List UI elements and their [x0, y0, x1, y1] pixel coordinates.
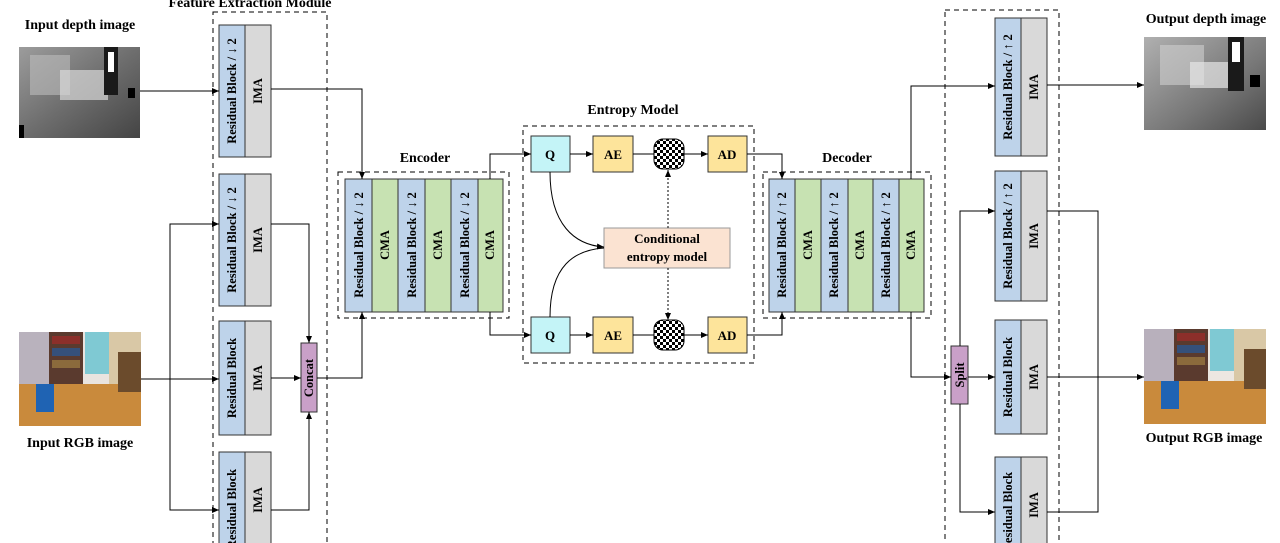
output-depth-image — [1144, 37, 1266, 130]
decoder-blocks: Residual Block / ↑ 2 CMA Residual Block … — [768, 178, 925, 313]
q-bottom-label: Q — [545, 328, 555, 343]
fe-rgb2-ima-label: IMA — [251, 487, 265, 513]
rec-rgb-up-residual-label: Residual Block / ↑ 2 — [1001, 183, 1015, 289]
ad-bottom-label: AD — [718, 328, 737, 343]
ad-top-label: AD — [718, 147, 737, 162]
checkerboard-bitstream-icon-bottom — [653, 319, 685, 351]
rec-rgb-block-1: Residual Block IMA — [994, 319, 1048, 435]
reconstruction-frame — [944, 9, 1060, 543]
ae-top-label: AE — [604, 147, 622, 162]
concat-block: Concat — [300, 342, 318, 413]
rec-rgb-up-ima-label: IMA — [1027, 223, 1041, 249]
ad-top — [707, 135, 748, 173]
rec-rgb-block-2: Residual Block IMA — [994, 456, 1048, 543]
encoder-label: Encoder — [400, 151, 451, 166]
rec-depth-ima-label: IMA — [1027, 74, 1041, 100]
rec-depth-block: Residual Block / ↑ 2 IMA — [994, 17, 1048, 157]
fe-depth-residual-label: Residual Block / ↓ 2 — [225, 38, 239, 144]
dec-cma-1-label: CMA — [801, 230, 815, 260]
fe-rgb-block-1: Residual Block IMA — [218, 320, 272, 436]
feature-extraction-label: Feature Extraction Module — [168, 0, 331, 11]
encoder-frame — [337, 171, 510, 319]
fe-depth-ima-label: IMA — [251, 78, 265, 104]
enc-res-3-label: Residual Block / ↓ 2 — [458, 192, 472, 298]
output-rgb-label: Output RGB image — [1146, 431, 1263, 446]
split-label: Split — [953, 362, 967, 388]
q-top-label: Q — [545, 147, 555, 162]
enc-cma-1-label: CMA — [378, 230, 392, 260]
feature-extraction-frame — [212, 11, 328, 543]
enc-res-2-label: Residual Block / ↓ 2 — [405, 192, 419, 298]
rec-rgb1-residual-label: Residual Block — [1001, 337, 1015, 417]
rec-depth-residual-label: Residual Block / ↑ 2 — [1001, 34, 1015, 140]
dec-res-1-label: Residual Block / ↑ 2 — [775, 192, 789, 298]
fe-rgb-down-residual-label: Residual Block / ↓ 2 — [225, 187, 239, 293]
input-rgb-label: Input RGB image — [27, 436, 134, 451]
output-depth-label: Output depth image — [1146, 12, 1267, 27]
dec-res-3-label: Residual Block / ↑ 2 — [879, 192, 893, 298]
cond-label-1: Conditional — [634, 231, 700, 246]
concat-label: Concat — [302, 358, 316, 397]
fe-rgb-down-ima-label: IMA — [251, 227, 265, 253]
dec-res-2-label: Residual Block / ↑ 2 — [827, 192, 841, 298]
output-rgb-image — [1144, 329, 1266, 424]
encoder-blocks: Residual Block / ↓ 2 CMA Residual Block … — [344, 178, 504, 313]
rec-rgb-up-block: Residual Block / ↑ 2 IMA — [994, 170, 1048, 302]
enc-cma-2-label: CMA — [431, 230, 445, 260]
connection-lines — [140, 82, 1144, 515]
rec-rgb2-residual-label: Residual Block — [1001, 472, 1015, 543]
dec-cma-3-label: CMA — [904, 230, 918, 260]
ae-bottom-label: AE — [604, 328, 622, 343]
cond-label-2: entropy model — [627, 249, 708, 264]
fe-rgb-block-2: Residual Block IMA — [218, 451, 272, 543]
fe-rgb-down-block: Residual Block / ↓ 2 IMA — [218, 173, 272, 307]
fe-rgb1-ima-label: IMA — [251, 365, 265, 391]
checkerboard-bitstream-icon-top — [653, 138, 685, 170]
conditional-entropy-model — [603, 227, 731, 269]
quantizer-top — [530, 135, 571, 173]
input-depth-image — [19, 47, 140, 138]
fe-rgb2-residual-label: Residual Block — [225, 469, 239, 543]
fe-rgb1-residual-label: Residual Block — [225, 338, 239, 418]
input-depth-label: Input depth image — [25, 18, 135, 33]
dec-cma-2-label: CMA — [853, 230, 867, 260]
fe-depth-block: Residual Block / ↓ 2 IMA — [218, 24, 272, 158]
enc-cma-3-label: CMA — [483, 230, 497, 260]
decoder-label: Decoder — [822, 151, 872, 166]
split-block: Split — [950, 345, 969, 405]
rec-rgb2-ima-label: IMA — [1027, 492, 1041, 518]
entropy-model-label: Entropy Model — [587, 103, 678, 118]
decoder-frame — [762, 171, 932, 319]
input-rgb-image — [19, 332, 141, 426]
enc-res-1-label: Residual Block / ↓ 2 — [352, 192, 366, 298]
rec-rgb1-ima-label: IMA — [1027, 364, 1041, 390]
ad-bottom — [707, 316, 748, 354]
